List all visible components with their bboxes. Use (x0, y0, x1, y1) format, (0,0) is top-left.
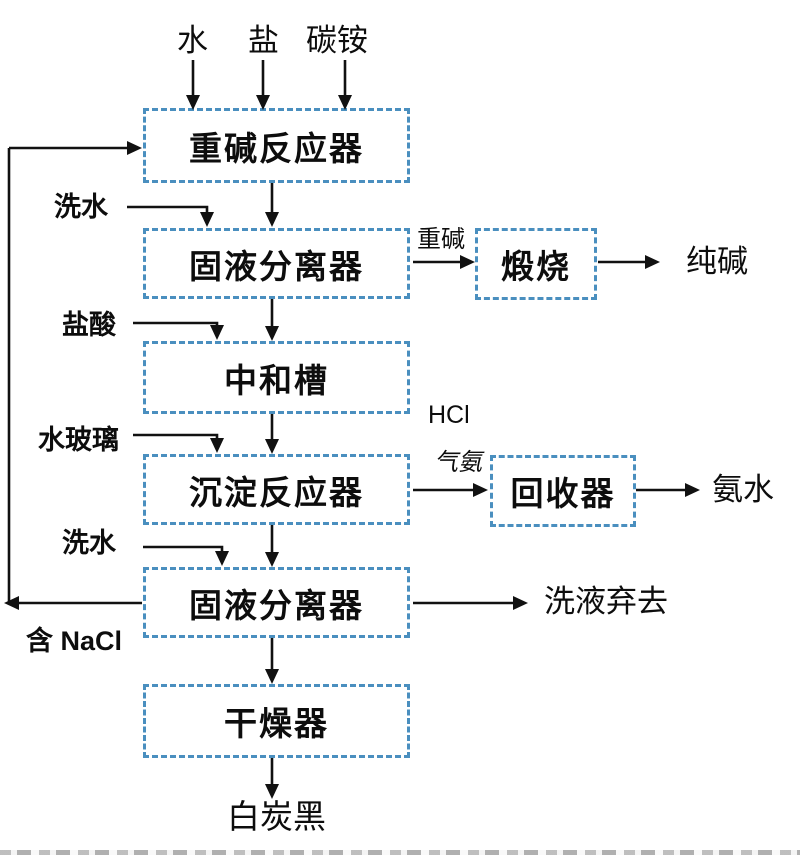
output-label-wash-liquid-discarded: 洗液弃去 (544, 584, 668, 619)
box-recovery-unit: 回收器 (490, 455, 636, 527)
arrow-reactor-to-separator1 (265, 183, 279, 227)
arrow-recycle-into-reactor (9, 141, 142, 155)
input-label-salt: 盐 (248, 23, 279, 58)
arrow-hydrochloric-acid-in (133, 321, 224, 340)
stream-label-ammonia-gas: 气氨 (434, 449, 482, 476)
arrow-ammonium-bicarbonate-to-reactor (338, 60, 352, 110)
arrow-calcination-to-soda-ash (598, 255, 660, 269)
box-precipitation-reactor-label: 沉淀反应器 (189, 473, 364, 511)
box-calcination: 煅烧 (475, 228, 597, 300)
arrow-separator2-to-wash-discard (413, 596, 528, 610)
output-label-white-carbon-black: 白炭黑 (227, 798, 326, 835)
box-neutralization-tank: 中和槽 (143, 341, 410, 414)
arrow-recovery-to-ammonia-water (636, 483, 700, 497)
arrow-recycle-out-left (4, 596, 142, 610)
arrow-dryer-to-white-carbon-black (265, 758, 279, 799)
arrow-heavy-alkali-to-calcination (413, 255, 475, 269)
arrow-neutralization-to-precipitation (265, 414, 279, 454)
box-calcination-label: 煅烧 (501, 248, 571, 285)
box-dryer-label: 干燥器 (224, 705, 329, 742)
arrow-separator2-to-dryer (265, 638, 279, 684)
box-solid-liquid-separator-1-label: 固液分离器 (189, 247, 364, 285)
box-dryer: 干燥器 (143, 684, 410, 758)
arrow-water-glass-in (133, 433, 224, 453)
input-label-water: 水 (177, 23, 208, 58)
output-label-soda-ash: 纯碱 (686, 244, 748, 279)
box-neutralization-tank-label: 中和槽 (224, 361, 329, 399)
input-label-ammonium-bicarbonate: 碳铵 (306, 23, 368, 58)
box-recovery-unit-label: 回收器 (510, 475, 616, 512)
box-heavy-alkali-reactor-label: 重碱反应器 (189, 129, 364, 167)
arrow-separator1-to-neutralization (265, 299, 279, 341)
input-label-water-glass: 水玻璃 (38, 425, 119, 455)
arrow-precipitation-to-separator2 (265, 525, 279, 567)
input-label-hydrochloric-acid: 盐酸 (62, 310, 116, 340)
box-heavy-alkali-reactor: 重碱反应器 (143, 108, 410, 183)
stream-label-hcl: HCl (428, 401, 470, 429)
arrow-water-to-reactor (186, 60, 200, 110)
output-label-ammonia-water: 氨水 (712, 472, 774, 507)
box-solid-liquid-separator-2-label: 固液分离器 (189, 586, 364, 624)
arrow-wash-water-2-in (143, 545, 229, 566)
box-solid-liquid-separator-1: 固液分离器 (143, 228, 410, 299)
stream-label-contains-nacl: 含 NaCl (26, 626, 123, 656)
box-precipitation-reactor: 沉淀反应器 (143, 454, 410, 525)
stream-label-heavy-alkali: 重碱 (417, 226, 465, 253)
input-label-wash-water-2: 洗水 (62, 528, 116, 558)
arrow-wash-water-1-in (127, 205, 214, 227)
arrow-ammonia-gas-to-recovery (413, 483, 488, 497)
arrow-salt-to-reactor (256, 60, 270, 110)
cropped-text-strip (0, 850, 800, 855)
input-label-wash-water-1: 洗水 (54, 192, 108, 222)
box-solid-liquid-separator-2: 固液分离器 (143, 567, 410, 638)
